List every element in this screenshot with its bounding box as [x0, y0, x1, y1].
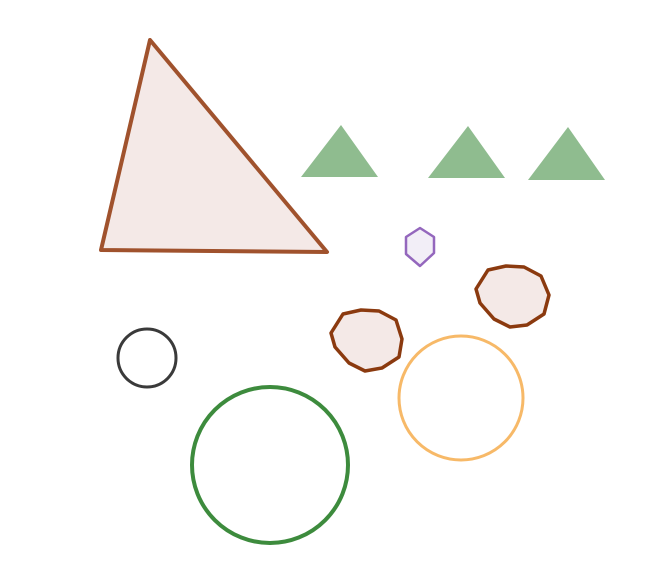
octagon-2	[329, 308, 404, 373]
small-triangle-2	[428, 126, 505, 178]
small-triangle-3	[528, 127, 605, 180]
hexagon	[404, 226, 436, 268]
green-circle	[190, 385, 350, 545]
small-triangle-1	[301, 125, 378, 177]
gray-circle	[116, 327, 178, 389]
orange-circle	[397, 334, 525, 462]
large-triangle	[99, 38, 329, 254]
octagon-1	[474, 264, 551, 329]
